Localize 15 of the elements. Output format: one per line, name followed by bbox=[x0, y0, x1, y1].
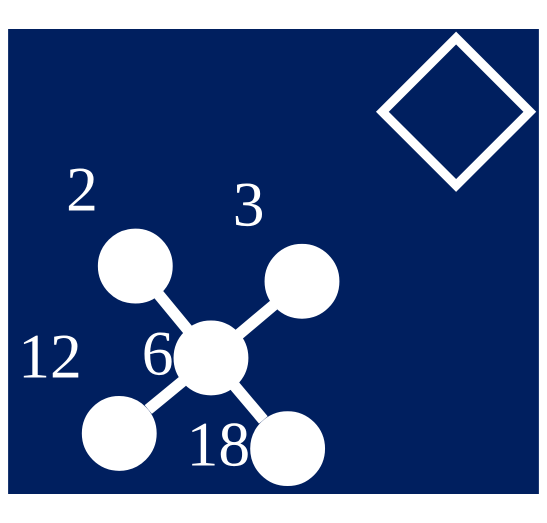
connector bbox=[235, 300, 278, 339]
node-circle bbox=[98, 228, 173, 304]
node-label: 3 bbox=[232, 168, 265, 240]
node-circle bbox=[250, 411, 326, 486]
node-circle bbox=[264, 244, 340, 319]
node-circle bbox=[82, 396, 157, 471]
node-label: 2 bbox=[66, 153, 98, 224]
node-diamond bbox=[376, 32, 536, 192]
node-label: 6 bbox=[142, 318, 174, 389]
node-circle bbox=[174, 320, 248, 396]
connector bbox=[144, 377, 186, 414]
node-label: 18 bbox=[186, 408, 250, 480]
connector bbox=[230, 382, 268, 424]
connector bbox=[154, 291, 192, 334]
node-label: 12 bbox=[18, 320, 82, 392]
